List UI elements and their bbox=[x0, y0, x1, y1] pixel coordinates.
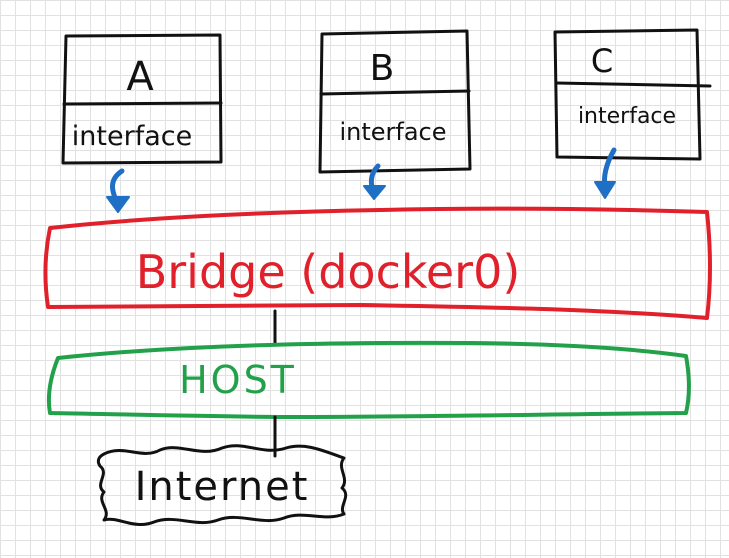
arrow-c bbox=[594, 147, 617, 199]
arrow-b bbox=[363, 163, 386, 200]
container-b-interface-label: interface bbox=[339, 118, 446, 146]
container-c-name: C bbox=[591, 42, 613, 80]
container-b: B interface bbox=[318, 29, 472, 174]
host: HOST bbox=[46, 340, 691, 419]
container-c-box bbox=[553, 28, 702, 161]
container-b-box bbox=[318, 29, 472, 174]
container-a: A interface bbox=[61, 33, 223, 165]
bridge-label: Bridge (docker0) bbox=[136, 245, 521, 299]
container-a-name: A bbox=[126, 54, 154, 100]
container-c-divider bbox=[554, 81, 712, 88]
internet-cloud-outline bbox=[96, 444, 348, 526]
arrow-a bbox=[106, 168, 130, 213]
interface-arrows bbox=[106, 147, 617, 213]
container-c: C interface bbox=[553, 28, 712, 161]
container-b-name: B bbox=[370, 48, 395, 89]
host-box bbox=[46, 340, 691, 419]
container-c-interface-label: interface bbox=[578, 104, 676, 129]
bridge: Bridge (docker0) bbox=[43, 206, 712, 320]
container-a-interface-label: interface bbox=[72, 121, 192, 152]
container-a-divider bbox=[62, 101, 223, 106]
host-label: HOST bbox=[179, 358, 297, 402]
container-b-divider bbox=[319, 89, 471, 96]
internet-label: Internet bbox=[135, 464, 310, 510]
bridge-box bbox=[43, 206, 712, 320]
container-a-box bbox=[61, 33, 223, 165]
internet-cloud: Internet bbox=[96, 444, 348, 526]
